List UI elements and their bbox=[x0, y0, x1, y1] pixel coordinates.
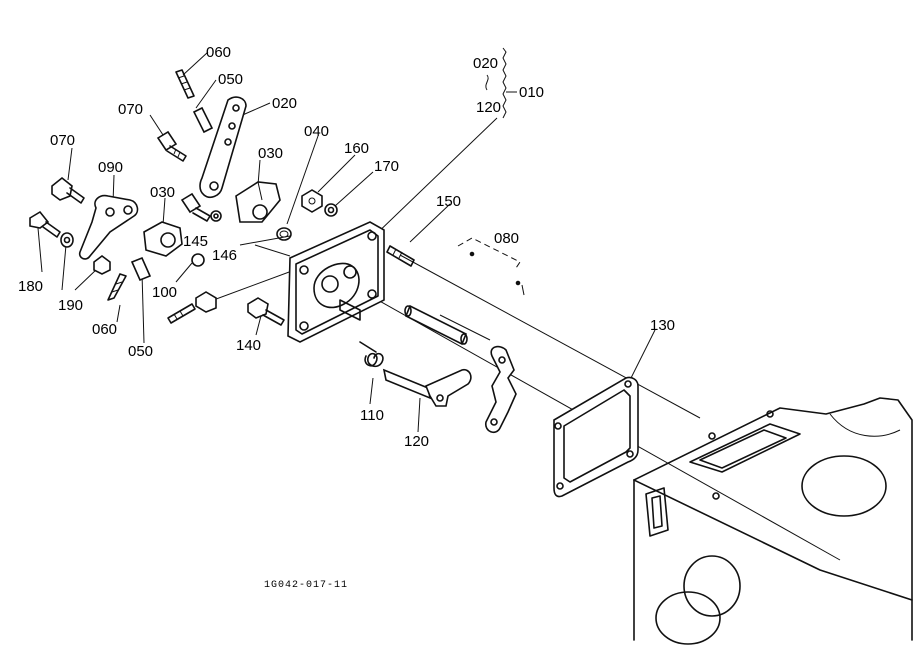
label-100: 100 bbox=[152, 284, 177, 301]
label-180: 180 bbox=[18, 278, 43, 295]
lever-hub-030-lower bbox=[143, 221, 183, 257]
drawing-code: 1G042-017-11 bbox=[264, 580, 348, 591]
label-070-left: 070 bbox=[50, 132, 75, 149]
part-number-labels: 060 050 070 020 030 040 160 170 020 010 … bbox=[18, 44, 675, 450]
label-050-top: 050 bbox=[218, 71, 243, 88]
nut-160 bbox=[301, 189, 323, 213]
gasket-130 bbox=[553, 376, 639, 498]
label-090: 090 bbox=[98, 159, 123, 176]
bolt-070-left bbox=[51, 176, 85, 204]
bracket-plate-090 bbox=[78, 194, 139, 260]
label-020-top: 020 bbox=[272, 95, 297, 112]
bolt-140 bbox=[247, 297, 285, 326]
bolt-070-top bbox=[156, 130, 187, 162]
o-ring-040 bbox=[276, 227, 292, 241]
spring-pin-060-top bbox=[175, 69, 195, 99]
pin-050-top bbox=[192, 106, 214, 134]
label-130: 130 bbox=[650, 317, 675, 334]
label-030-upper: 030 bbox=[258, 145, 283, 162]
lever-plate-020 bbox=[199, 96, 247, 198]
fork-lever-120 bbox=[382, 368, 472, 407]
governor-cover-housing bbox=[287, 221, 385, 343]
label-145: 145 bbox=[183, 233, 208, 250]
stud-150 bbox=[386, 245, 415, 267]
label-080: 080 bbox=[494, 230, 519, 247]
stud-bolt bbox=[167, 291, 217, 324]
label-170: 170 bbox=[374, 158, 399, 175]
label-110: 110 bbox=[360, 407, 384, 424]
assembly-bracket-080 bbox=[457, 237, 525, 296]
link-plate-080 bbox=[485, 345, 517, 434]
label-020-assembly: 020 bbox=[473, 55, 498, 72]
label-120-assembly: 120 bbox=[476, 99, 501, 116]
label-120-lever: 120 bbox=[404, 433, 429, 450]
label-150: 150 bbox=[436, 193, 461, 210]
label-010: 010 bbox=[519, 84, 544, 101]
engine-block bbox=[633, 397, 913, 645]
label-040: 040 bbox=[304, 123, 329, 140]
assembly-bracket-010 bbox=[485, 47, 517, 119]
spring-pin-060-lower bbox=[107, 273, 127, 301]
spring-110 bbox=[359, 341, 384, 368]
label-190: 190 bbox=[58, 297, 83, 314]
o-ring-100 bbox=[191, 253, 205, 267]
label-070-top: 070 bbox=[118, 101, 143, 118]
label-140: 140 bbox=[236, 337, 261, 354]
bolt-180 bbox=[29, 210, 61, 238]
label-060-lower: 060 bbox=[92, 321, 117, 338]
label-050-lower: 050 bbox=[128, 343, 153, 360]
label-030-lower: 030 bbox=[150, 184, 175, 201]
lever-hub-030-upper bbox=[235, 181, 281, 223]
label-146: 146 bbox=[212, 247, 237, 264]
label-060-top: 060 bbox=[206, 44, 231, 61]
label-160: 160 bbox=[344, 140, 369, 157]
leader-lines bbox=[37, 51, 841, 561]
pin-050-lower bbox=[130, 256, 152, 282]
bolt-group-145 bbox=[180, 192, 222, 222]
shaft-080 bbox=[404, 304, 468, 346]
washer-190 bbox=[60, 232, 111, 275]
washer-170 bbox=[324, 203, 338, 217]
